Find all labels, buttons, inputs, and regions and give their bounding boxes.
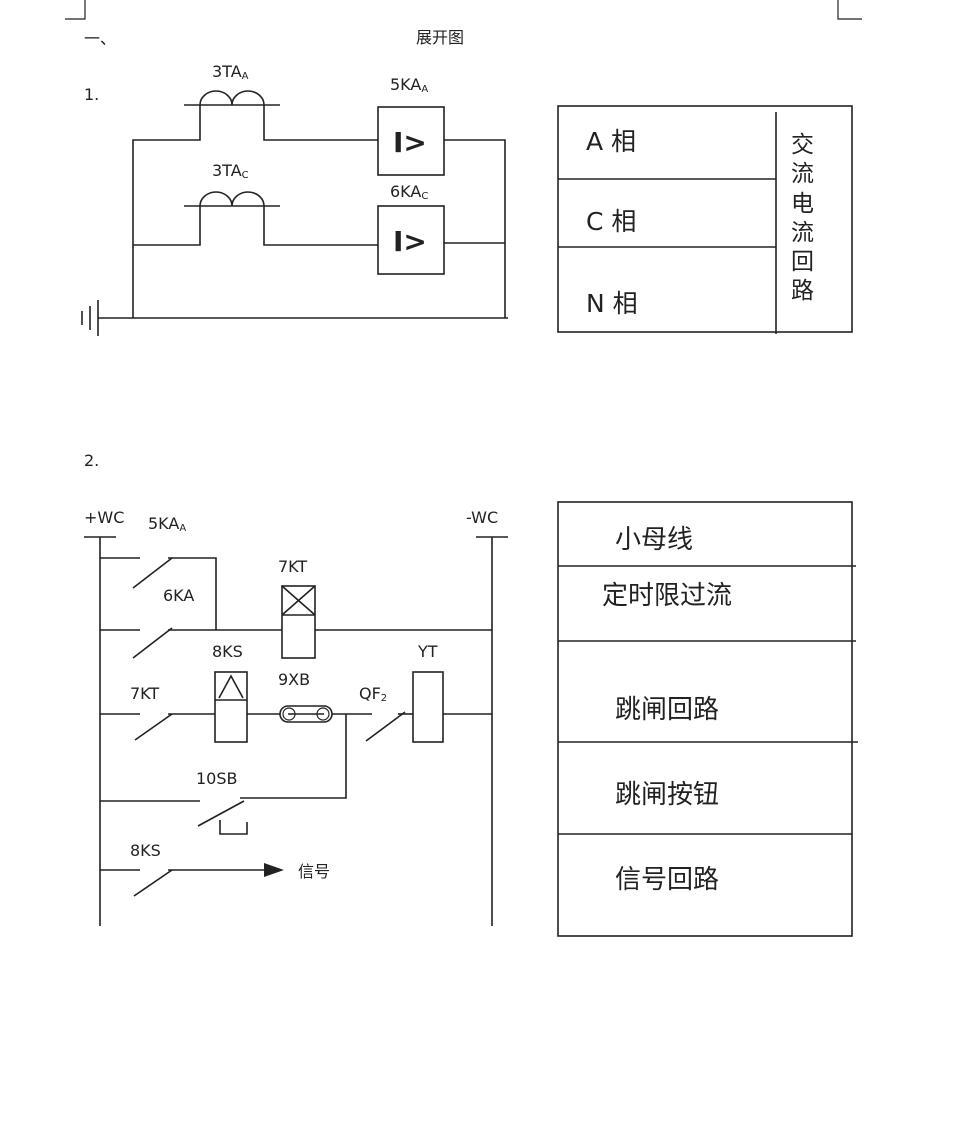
legend-row-small-bus: 小母线 bbox=[615, 525, 693, 555]
legend-row-c-phase: C 相 bbox=[586, 207, 636, 236]
ac-legend-table: A 相 C 相 N 相 交 流 电 流 回 路 bbox=[557, 105, 853, 334]
ground-symbol bbox=[81, 300, 99, 336]
contact-5ka bbox=[100, 557, 217, 630]
current-transformer-a bbox=[132, 90, 378, 318]
ka-a-label: 5KAA bbox=[390, 75, 428, 95]
coil-yt bbox=[412, 671, 444, 743]
pushbutton-10sb bbox=[100, 714, 347, 835]
dc-legend-table: 小母线 定时限过流 跳闸回路 跳闸按钮 信号回路 bbox=[557, 501, 858, 937]
legend-row-signal-circuit: 信号回路 bbox=[615, 865, 719, 895]
kt7-coil-label: 7KT bbox=[278, 557, 307, 576]
positive-bus-label: +WC bbox=[84, 508, 124, 527]
legend-side-char-6: 路 bbox=[791, 278, 814, 304]
relay-6ka bbox=[377, 205, 445, 275]
kt7-contact-label: 7KT bbox=[130, 684, 159, 703]
connector-9xb bbox=[247, 705, 372, 723]
legend-row-trip-button: 跳闸按钮 bbox=[615, 780, 719, 810]
legend-side-char-3: 电 bbox=[791, 191, 814, 217]
ac-current-circuit: 1. 3TAA I> 5KAA 3TAC I> 6KAC bbox=[81, 62, 508, 336]
legend-row-a-phase: A 相 bbox=[586, 127, 636, 156]
diagram2-number: 2. bbox=[84, 451, 99, 470]
contact-6ka bbox=[100, 627, 492, 659]
yt-label: YT bbox=[417, 642, 438, 661]
page-title: 展开图 bbox=[416, 28, 464, 47]
legend-side-char-5: 回 bbox=[791, 249, 814, 275]
xb9-label: 9XB bbox=[278, 670, 310, 689]
qf2-label: QF2 bbox=[359, 684, 387, 704]
legend-row-trip-circuit: 跳闸回路 bbox=[615, 695, 719, 725]
page-corner-marks bbox=[65, 0, 862, 20]
sb10-label: 10SB bbox=[196, 769, 238, 788]
dc-control-circuit: 2. +WC -WC 5KAA 6KA 7KT bbox=[84, 451, 508, 926]
ta-a-label: 3TAA bbox=[212, 62, 249, 82]
legend-row-definite-time-overcurrent: 定时限过流 bbox=[602, 581, 732, 611]
legend-row-n-phase: N 相 bbox=[586, 289, 638, 318]
legend-side-char-4: 流 bbox=[791, 220, 814, 246]
ka-c-label: 6KAC bbox=[390, 182, 428, 202]
ka5-label: 5KAA bbox=[148, 514, 186, 534]
negative-bus-label: -WC bbox=[466, 508, 498, 527]
coil-8ks bbox=[214, 671, 248, 743]
contact-8ks-signal bbox=[100, 863, 284, 897]
section-marker: 一、 bbox=[84, 29, 116, 48]
ks8-contact-label: 8KS bbox=[130, 841, 161, 860]
legend-side-char-1: 交 bbox=[791, 132, 814, 158]
current-transformer-c bbox=[133, 191, 378, 246]
signal-label: 信号 bbox=[298, 862, 330, 881]
ks8-coil-label: 8KS bbox=[212, 642, 243, 661]
relay-6ka-symbol: I> bbox=[393, 225, 427, 258]
legend-side-char-2: 流 bbox=[791, 161, 814, 187]
ta-c-label: 3TAC bbox=[212, 161, 249, 181]
relay-5ka-symbol: I> bbox=[393, 126, 427, 159]
coil-7kt bbox=[281, 585, 316, 659]
contact-qf2 bbox=[365, 711, 413, 742]
ka6-label: 6KA bbox=[163, 586, 194, 605]
contact-7kt bbox=[100, 713, 215, 741]
diagram1-number: 1. bbox=[84, 85, 99, 104]
relay-5ka bbox=[377, 106, 445, 176]
